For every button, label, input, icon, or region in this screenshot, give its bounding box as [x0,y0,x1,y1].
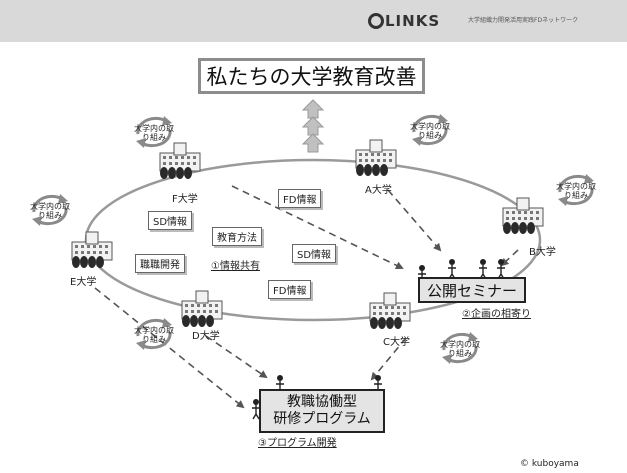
cycle-label: 大学内の取り組み [440,340,480,358]
university-building-icon [181,290,223,327]
training-program-box: 教職協働型 研修プログラム [259,389,385,433]
university-label-c: C大学 [383,337,410,348]
arrow-f-to-seminar [231,185,404,269]
university-label-f: F大学 [172,194,198,205]
university-building-icon [159,142,201,179]
tag-teaching-method: 教育方法 [212,227,262,246]
label-planning: ②企画の相寄り [462,309,531,320]
public-seminar-box: 公開セミナー [418,277,526,303]
university-label-d: D大学 [192,331,220,342]
arrow-d-to-program [205,335,268,379]
logo-text: LINKS [385,12,441,30]
upward-arrows-icon [301,99,325,153]
label-program-development: ③プログラム開発 [258,438,337,449]
copyright: © kuboyama [520,459,579,469]
cycle-label: 大学内の取り組み [134,326,174,344]
cycle-icon [558,174,594,206]
tag-staff-development: 職職開発 [135,254,185,273]
university-label-b: B大学 [529,247,556,258]
program-line-2: 研修プログラム [273,411,371,427]
university-building-icon [369,292,411,329]
arrow-b-to-seminar [500,249,519,267]
university-building-icon [71,231,113,268]
cycle-label: 大学内の取り組み [30,202,70,220]
cycle-icon [136,318,172,350]
header-band [0,0,627,42]
tag-fd-info: FD情報 [268,280,312,299]
tag-fd-info: FD情報 [278,189,322,208]
cycle-icon [412,114,448,146]
tag-sd-info: SD情報 [292,244,337,263]
people-icons [252,259,505,420]
cycle-label: 大学内の取り組み [134,124,174,142]
cycle-icon [136,116,172,148]
label-info-share: ①情報共有 [211,261,260,272]
university-label-e: E大学 [70,277,97,288]
logo: LINKS [368,12,440,30]
university-building-icon [355,139,397,176]
university-label-a: A大学 [365,185,392,196]
diagram-title: 私たちの大学教育改善 [198,58,425,94]
university-building-icon [502,197,544,234]
cycle-icon [32,194,68,226]
cycle-label: 大学内の取り組み [556,182,596,200]
logo-subtitle: 大学組織力開発活用実践FDネットワーク [468,17,579,24]
cycle-icon [442,332,478,364]
program-line-1: 教職協働型 [287,394,357,410]
arrow-e-to-program [94,287,245,409]
logo-ring-icon [368,13,384,29]
cycle-label: 大学内の取り組み [410,122,450,140]
tag-sd-info: SD情報 [148,211,193,230]
arrow-c-to-program [370,337,407,381]
arrow-a-to-seminar [387,189,442,252]
